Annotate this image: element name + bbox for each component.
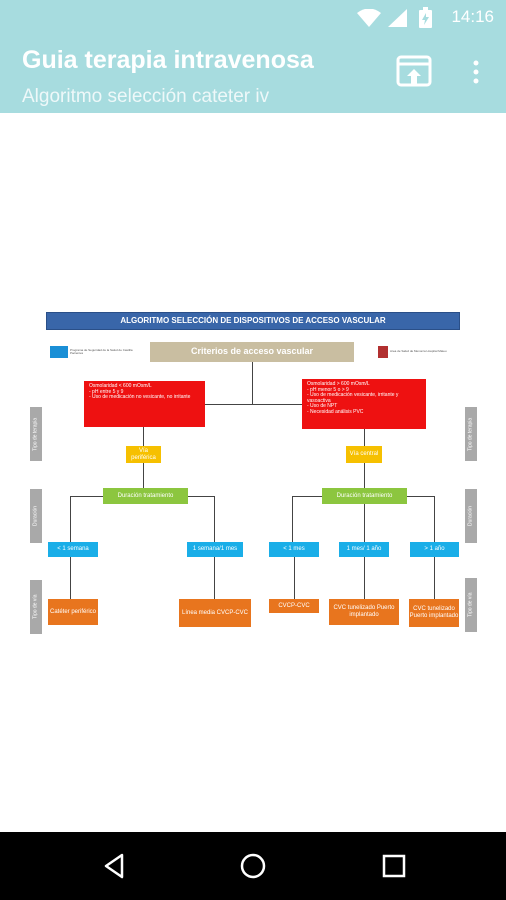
- connector: [434, 557, 435, 599]
- side-label: Duración: [465, 489, 477, 543]
- connector: [364, 504, 365, 542]
- home-button[interactable]: [231, 844, 275, 888]
- duration-option: > 1 año: [410, 542, 459, 557]
- battery-icon: [419, 7, 432, 28]
- connector: [143, 427, 144, 446]
- diagram-viewer[interactable]: ALGORITMO SELECCIÓN DE DISPOSITIVOS DE A…: [0, 113, 506, 832]
- catheter-option: CVC tunelizado Puerto implantado: [409, 599, 459, 627]
- connector: [143, 463, 144, 488]
- peripheral-node: Vía periférica: [126, 446, 161, 463]
- wifi-icon: [357, 9, 381, 27]
- side-label: Tipo de terapia: [465, 407, 477, 461]
- right-logo-text: Area de Salud de Menorca Hospital Mateu: [390, 349, 447, 354]
- status-bar: 14:16: [0, 0, 506, 36]
- side-label: Tipo de vía: [465, 578, 477, 632]
- duration-option: < 1 semana: [48, 542, 98, 557]
- duration-node-right: Duración tratamiento: [322, 488, 407, 504]
- recents-icon: [382, 854, 406, 878]
- connector: [252, 362, 253, 404]
- back-icon: [104, 853, 124, 879]
- home-icon: [240, 853, 266, 879]
- app-bar: Guia terapia intravenosa Algoritmo selec…: [0, 36, 506, 113]
- catheter-option: CVCP-CVC: [269, 599, 319, 613]
- criteria-central: Osmolaridad > 600 mOsm/L - pH menor 5 o …: [302, 379, 426, 429]
- side-label: Tipo de vía: [30, 580, 42, 634]
- connector: [70, 496, 103, 497]
- diagram-title: ALGORITMO SELECCIÓN DE DISPOSITIVOS DE A…: [46, 312, 460, 330]
- side-label: Tipo de terapia: [30, 407, 42, 461]
- connector: [294, 557, 295, 599]
- connector: [214, 557, 215, 599]
- overflow-menu-button[interactable]: [454, 50, 498, 94]
- connector: [364, 429, 365, 446]
- connector: [188, 496, 215, 497]
- duration-option: 1 mes/ 1 año: [339, 542, 389, 557]
- connector: [364, 557, 365, 599]
- side-label: Duración: [30, 489, 42, 543]
- connector: [205, 404, 302, 405]
- connector: [292, 496, 322, 497]
- open-in-browser-icon: [396, 55, 432, 87]
- catheter-option: CVC tunelizado Puerto implantado: [329, 599, 399, 625]
- recents-button[interactable]: [372, 844, 416, 888]
- connector: [214, 496, 215, 542]
- central-node: Vía central: [346, 446, 382, 463]
- catheter-option: Catéter periférico: [48, 599, 98, 625]
- duration-option: 1 semana/1 mes: [187, 542, 243, 557]
- connector: [70, 496, 71, 542]
- open-in-browser-button[interactable]: [392, 50, 436, 94]
- connector: [292, 496, 293, 542]
- status-time: 14:16: [451, 7, 494, 26]
- app-subtitle: Algoritmo selección cateter iv: [22, 86, 270, 107]
- navigation-bar: [0, 832, 506, 900]
- catheter-option: Línea media CVCP-CVC: [179, 599, 251, 627]
- duration-node-left: Duración tratamiento: [103, 488, 188, 504]
- back-button[interactable]: [92, 844, 136, 888]
- root-node: Criterios de acceso vascular: [150, 342, 354, 362]
- signal-icon: [388, 9, 407, 27]
- left-logo: [50, 346, 68, 358]
- duration-option: < 1 mes: [269, 542, 319, 557]
- app-title: Guia terapia intravenosa: [22, 46, 314, 74]
- connector: [364, 463, 365, 488]
- more-vert-icon: [473, 60, 479, 84]
- connector: [407, 496, 434, 497]
- connector: [70, 557, 71, 599]
- right-logo: [378, 346, 388, 358]
- connector: [434, 496, 435, 542]
- left-logo-text: Programa de Seguridad de la Salud de Cas…: [70, 347, 133, 355]
- criteria-peripheral: Osmolaridad < 600 mOsm/L - pH entre 5 y …: [84, 381, 205, 427]
